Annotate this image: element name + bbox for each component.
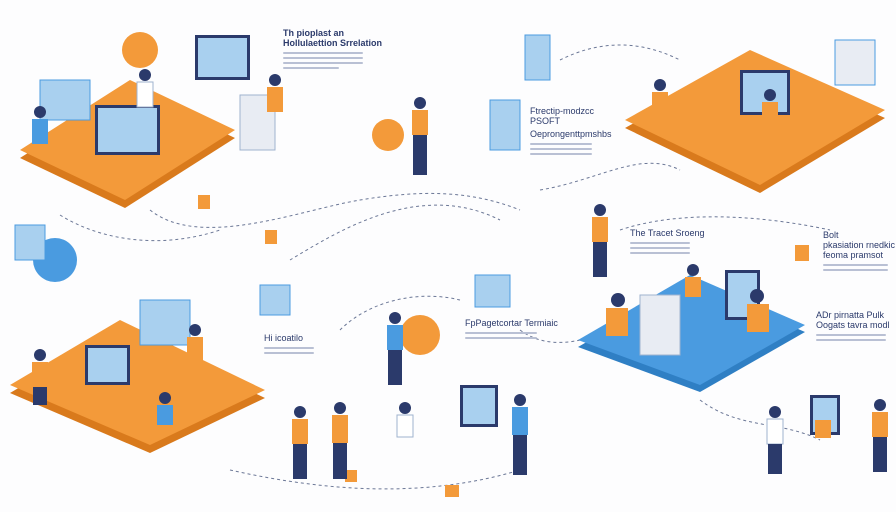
label-block-2: Ftrectip-modzcc PSOFT Oeprongenttpmshbs (530, 106, 612, 158)
devices (14, 32, 876, 435)
label-title: Bolt (823, 230, 839, 240)
label-title: Ftrectip-modzcc (530, 106, 595, 116)
label-extra: feoma pramsot (823, 250, 884, 260)
label-block-3: The Tracet Sroeng (630, 228, 705, 257)
label-subtitle: pkasiation rnedkic (823, 240, 896, 250)
label-title: The Tracet Sroeng (630, 228, 705, 238)
label-subtitle: PSOFT (530, 116, 561, 126)
label-subtitle: Oogats tavra modl (816, 320, 890, 330)
orange-boxes (198, 195, 831, 497)
label-block-4: Bolt pkasiation rnedkic feoma pramsot (823, 230, 895, 274)
label-block-6: FpPagetcortar Termiaic (465, 318, 558, 342)
platform-bottom-left (10, 320, 265, 453)
label-subtitle: Hollulaettion Srrelation (283, 38, 383, 48)
label-title: Th pioplast an (283, 28, 345, 38)
people (32, 69, 888, 479)
label-block-5: ADr pirnatta Pulk Oogats tavra modl (816, 310, 890, 344)
label-title: Hi icoatilo (264, 333, 304, 343)
label-block-1: Th pioplast an Hollulaettion Srrelation (283, 28, 382, 72)
label-block-7: Hi icoatilo (264, 333, 314, 357)
platform-top-right (625, 50, 885, 193)
label-title: ADr pirnatta Pulk (816, 310, 885, 320)
label-extra: Oeprongenttpmshbs (530, 129, 612, 139)
connector-paths (59, 44, 831, 490)
label-title: FpPagetcortar Termiaic (465, 318, 558, 328)
